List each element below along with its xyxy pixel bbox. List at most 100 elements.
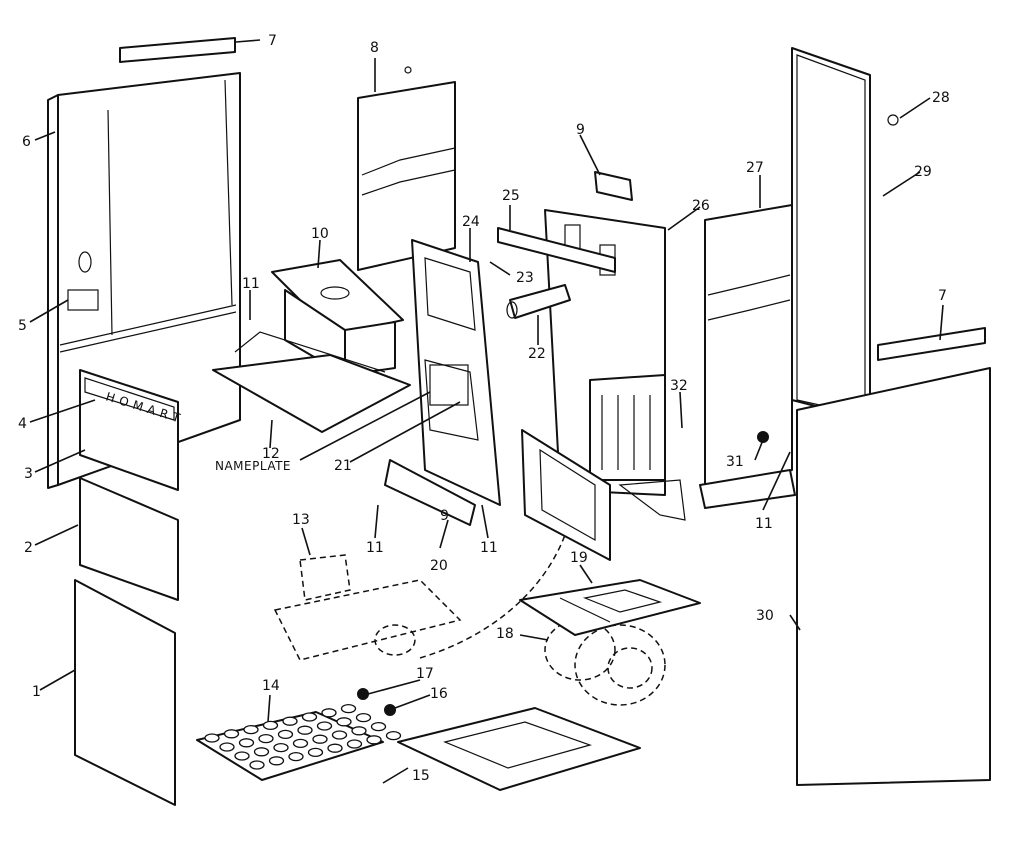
callout-6: 6 (22, 134, 31, 150)
callout-16: 16 (430, 686, 448, 702)
screw-icon (404, 66, 412, 74)
callout-19: 19 (570, 550, 588, 566)
filter-cell (370, 721, 387, 732)
callout-4: 4 (18, 416, 27, 432)
tray-12 (212, 331, 411, 433)
callout-10: 10 (311, 226, 329, 242)
callout-3: 3 (24, 466, 33, 482)
front-panel-24 (411, 239, 501, 506)
filter-cell (234, 751, 250, 761)
callout-1: 1 (32, 684, 41, 700)
filter-cell (351, 726, 367, 736)
filter-cell (366, 735, 382, 745)
bar-25 (497, 227, 616, 273)
blower-flange (521, 429, 611, 561)
callout-28: 28 (932, 90, 950, 106)
filter-cell (312, 734, 328, 744)
filter-cell (262, 720, 279, 731)
callout-22: 22 (528, 346, 546, 362)
callout-11d: 11 (755, 516, 773, 532)
filter-cell (327, 743, 343, 753)
door-panel-1 (74, 579, 176, 806)
door-panel-2 (79, 477, 179, 601)
callout-17: 17 (416, 666, 434, 682)
burner-box-10 (271, 259, 404, 376)
right-side-panel-29 (791, 47, 871, 421)
callout-2: 2 (24, 540, 33, 556)
filter-cell (273, 742, 289, 753)
filter-cell (316, 721, 333, 731)
filter-cell (277, 729, 294, 740)
filter-cell (346, 739, 363, 749)
filter-cell (307, 747, 324, 758)
filter-grid-14 (196, 703, 402, 781)
callout-7b: 7 (938, 288, 947, 304)
callout-25: 25 (502, 188, 520, 204)
filter-cell (219, 742, 235, 752)
filter-cell (249, 760, 265, 770)
top-strip-left (119, 37, 236, 63)
filter-cell (355, 712, 372, 723)
filter-cell (243, 724, 259, 735)
upper-duct-panel-8 (357, 81, 456, 271)
filter-cell (336, 717, 352, 727)
callout-30: 30 (756, 608, 774, 624)
filter-cell (292, 738, 309, 749)
callout-23: 23 (516, 270, 534, 286)
callout-31: 31 (726, 454, 744, 470)
grommet-icon (757, 431, 769, 443)
filter-cell (321, 708, 337, 718)
callout-18: 18 (496, 626, 514, 642)
filter-cell (297, 725, 313, 735)
washer-icon (384, 704, 396, 716)
panel-27 (699, 204, 796, 509)
callout-24: 24 (462, 214, 480, 230)
nameplate-label: NAMEPLATE (215, 459, 291, 473)
filter-cell (301, 712, 318, 722)
callout-5: 5 (18, 318, 27, 334)
filter-cell (288, 751, 304, 762)
filter-cell (340, 703, 357, 714)
filter-cell (385, 730, 402, 741)
filter-cell (258, 733, 274, 744)
callout-13: 13 (292, 512, 310, 528)
motor-13-dashed (273, 534, 566, 661)
leader-lines (29, 39, 944, 784)
callout-21: 21 (334, 458, 352, 474)
callout-8: 8 (370, 40, 379, 56)
bracket-9 (594, 171, 633, 201)
control-panel: H O M A R T (79, 369, 182, 491)
burner-tube-22 (506, 284, 571, 319)
callout-29: 29 (914, 164, 932, 180)
plate-19 (519, 579, 701, 636)
door-panel-30 (796, 367, 991, 786)
callout-14: 14 (262, 678, 280, 694)
callout-11a: 11 (242, 276, 260, 292)
callout-15: 15 (412, 768, 430, 784)
filter-cell (238, 738, 255, 748)
filter-cell (282, 716, 298, 726)
filter-cell (253, 747, 270, 757)
callout-12: 12 (262, 446, 280, 462)
callout-labels: 7 8 6 5 4 3 2 1 10 11 12 NAMEPLATE 21 24… (18, 33, 950, 784)
callout-7a: 7 (268, 33, 277, 49)
base-pan-15 (397, 707, 641, 791)
filter-cell (204, 733, 220, 743)
filter-cell (331, 730, 348, 740)
callout-26: 26 (692, 198, 710, 214)
nut-icon (357, 688, 369, 700)
callout-20: 20 (430, 558, 448, 574)
heat-exchanger-26 (544, 209, 686, 521)
callout-32: 32 (670, 378, 688, 394)
bracket-20 (384, 459, 476, 526)
callout-11b: 11 (366, 540, 384, 556)
callout-27: 27 (746, 160, 764, 176)
bolt-icon (887, 114, 899, 126)
callout-9b: 9 (440, 508, 449, 524)
callout-11c: 11 (480, 540, 498, 556)
filter-cell (268, 756, 285, 766)
callout-9a: 9 (576, 122, 585, 138)
top-strip-right (877, 327, 986, 361)
